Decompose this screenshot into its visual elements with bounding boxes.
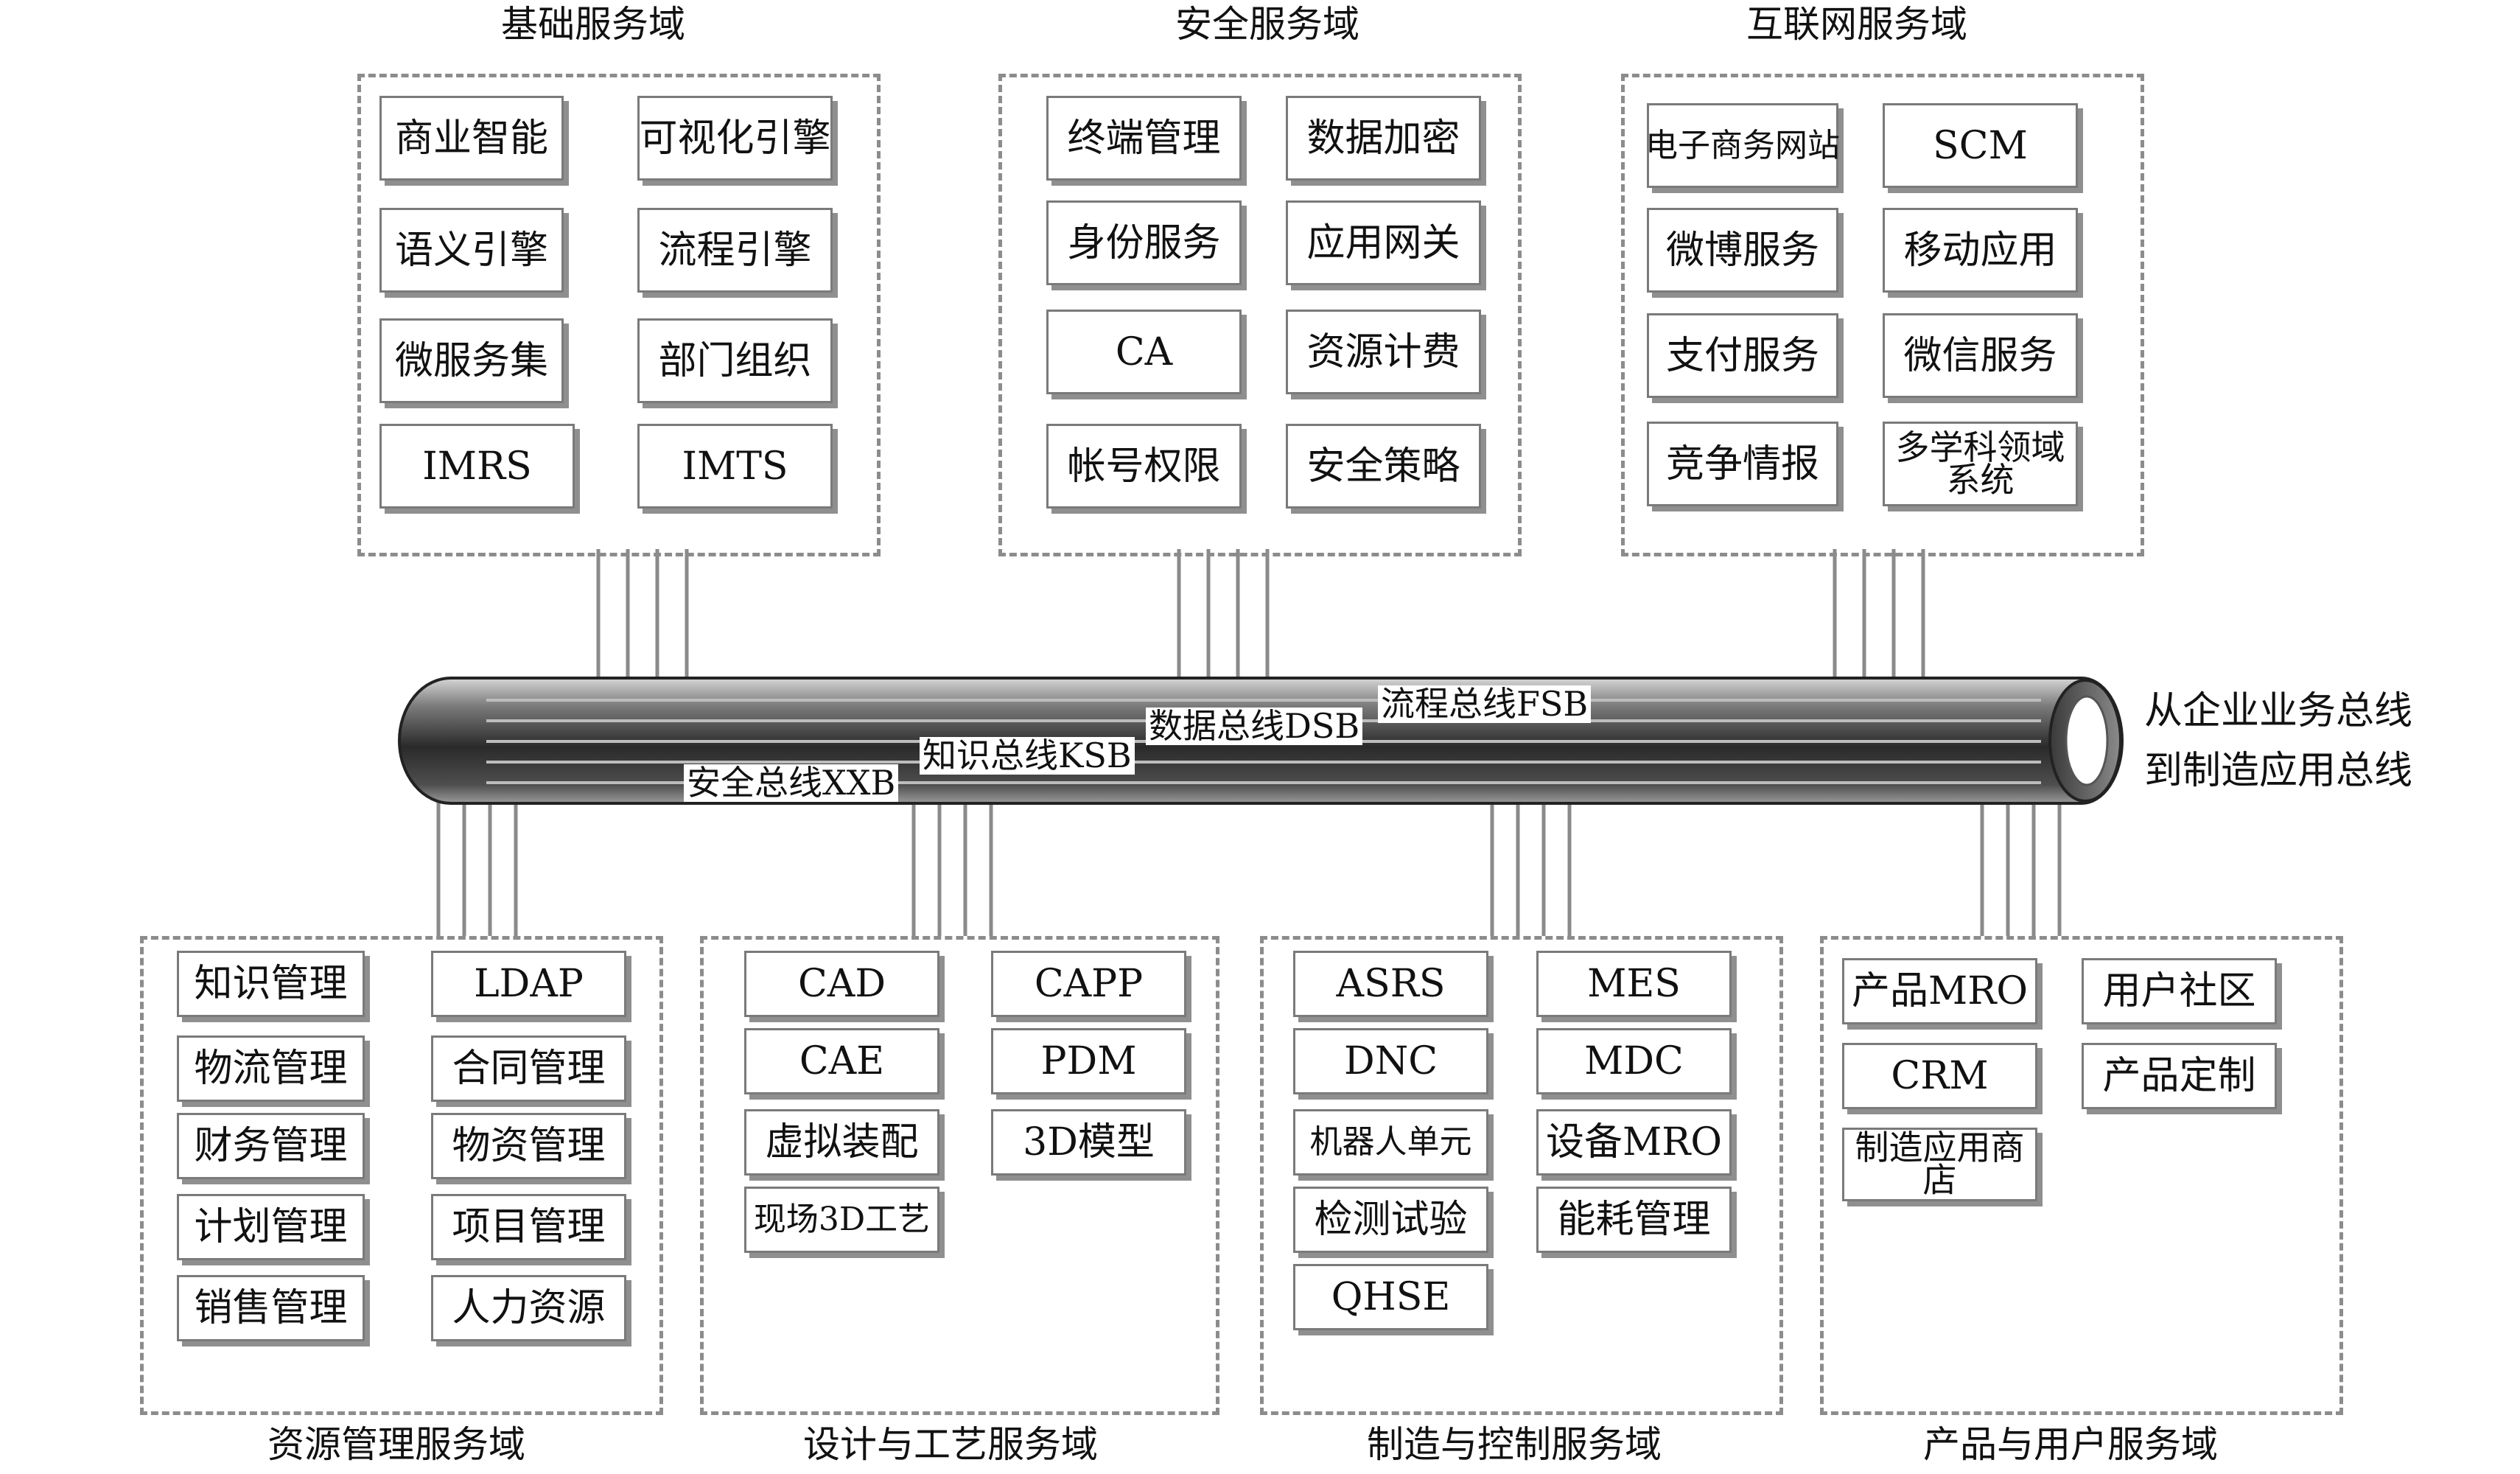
module-basic-5: 微服务集: [379, 318, 564, 403]
module-security-7: 帐号权限: [1046, 424, 1242, 509]
module-resource-10: 人力资源: [431, 1275, 626, 1341]
bus-label-process-fsb: 流程总线FSB: [1378, 685, 1592, 723]
module-manufacturing-5: 机器人单元: [1293, 1109, 1488, 1176]
module-resource-1: 知识管理: [177, 951, 365, 1017]
module-design-5: 虚拟装配: [744, 1109, 939, 1176]
module-security-2: 数据加密: [1286, 96, 1481, 181]
module-basic-1: 商业智能: [379, 96, 564, 181]
module-resource-5: 财务管理: [177, 1113, 365, 1179]
module-security-6: 资源计费: [1286, 310, 1481, 394]
module-design-6: 3D模型: [991, 1109, 1186, 1176]
domain-title-design: 设计与工艺服务域: [803, 1423, 1098, 1466]
domain-title-manufacturing: 制造与控制服务域: [1367, 1423, 1662, 1466]
module-design-3: CAE: [744, 1028, 939, 1094]
domain-box-design: [700, 936, 1219, 1415]
module-internet-5: 支付服务: [1647, 313, 1838, 398]
domain-box-basic: [357, 74, 881, 556]
module-design-7: 现场3D工艺: [744, 1187, 939, 1253]
module-internet-1: 电子商务网站: [1645, 103, 1840, 188]
domain-box-resource: [140, 936, 663, 1415]
module-product-1: 产品MRO: [1842, 958, 2037, 1024]
module-manufacturing-3: DNC: [1293, 1028, 1488, 1094]
domain-box-product: [1820, 936, 2343, 1415]
domain-box-internet: [1621, 74, 2144, 556]
module-resource-8: 项目管理: [431, 1194, 626, 1260]
module-internet-2: SCM: [1883, 103, 2078, 188]
module-design-2: CAPP: [991, 951, 1186, 1017]
bus-label-knowledge-ksb: 知识总线KSB: [920, 737, 1135, 775]
module-manufacturing-9: QHSE: [1293, 1264, 1488, 1330]
module-security-8: 安全策略: [1286, 424, 1481, 509]
module-resource-3: 物流管理: [177, 1035, 365, 1102]
module-basic-8: IMTS: [637, 424, 833, 509]
domain-title-product: 产品与用户服务域: [1923, 1423, 2218, 1466]
bus-title-line-1: 从企业业务总线: [2144, 689, 2413, 733]
domain-box-manufacturing: [1260, 936, 1783, 1415]
module-manufacturing-4: MDC: [1536, 1028, 1732, 1094]
module-product-2: 用户社区: [2082, 958, 2277, 1024]
module-resource-2: LDAP: [431, 951, 626, 1017]
module-basic-3: 语义引擎: [379, 208, 564, 293]
domain-title-basic: 基础服务域: [501, 3, 685, 46]
module-basic-7: IMRS: [379, 424, 575, 509]
module-security-1: 终端管理: [1046, 96, 1242, 181]
module-basic-4: 流程引擎: [637, 208, 833, 293]
module-manufacturing-1: ASRS: [1293, 951, 1488, 1017]
module-resource-6: 物资管理: [431, 1113, 626, 1179]
module-manufacturing-6: 设备MRO: [1536, 1109, 1732, 1176]
module-resource-4: 合同管理: [431, 1035, 626, 1102]
module-resource-7: 计划管理: [177, 1194, 365, 1260]
module-product-3: CRM: [1842, 1043, 2037, 1109]
module-basic-6: 部门组织: [637, 318, 833, 403]
domain-title-resource: 资源管理服务域: [267, 1423, 525, 1466]
bus-label-security-xxb: 安全总线XXB: [684, 764, 899, 802]
module-internet-4: 移动应用: [1883, 208, 2078, 293]
module-product-5: 制造应用商店: [1842, 1128, 2037, 1201]
bus-title: 从企业业务总线 到制造应用总线: [2144, 682, 2412, 800]
module-internet-7: 竞争情报: [1647, 422, 1838, 506]
module-manufacturing-8: 能耗管理: [1536, 1187, 1732, 1253]
module-manufacturing-7: 检测试验: [1293, 1187, 1488, 1253]
module-manufacturing-2: MES: [1536, 951, 1732, 1017]
module-security-3: 身份服务: [1046, 200, 1242, 285]
bus-label-data-dsb: 数据总线DSB: [1146, 708, 1363, 745]
domain-box-security: [998, 74, 1522, 556]
module-internet-8: 多学科领域系统: [1883, 422, 2078, 506]
bus-title-line-2: 到制造应用总线: [2144, 748, 2413, 793]
module-security-5: CA: [1046, 310, 1242, 394]
module-design-1: CAD: [744, 951, 939, 1017]
module-resource-9: 销售管理: [177, 1275, 365, 1341]
module-design-4: PDM: [991, 1028, 1186, 1094]
module-product-4: 产品定制: [2082, 1043, 2277, 1109]
domain-title-security: 安全服务域: [1175, 3, 1359, 46]
domain-title-internet: 互联网服务域: [1746, 3, 1967, 46]
module-security-4: 应用网关: [1286, 200, 1481, 285]
module-internet-3: 微博服务: [1647, 208, 1838, 293]
module-internet-6: 微信服务: [1883, 313, 2078, 398]
module-basic-2: 可视化引擎: [637, 96, 833, 181]
